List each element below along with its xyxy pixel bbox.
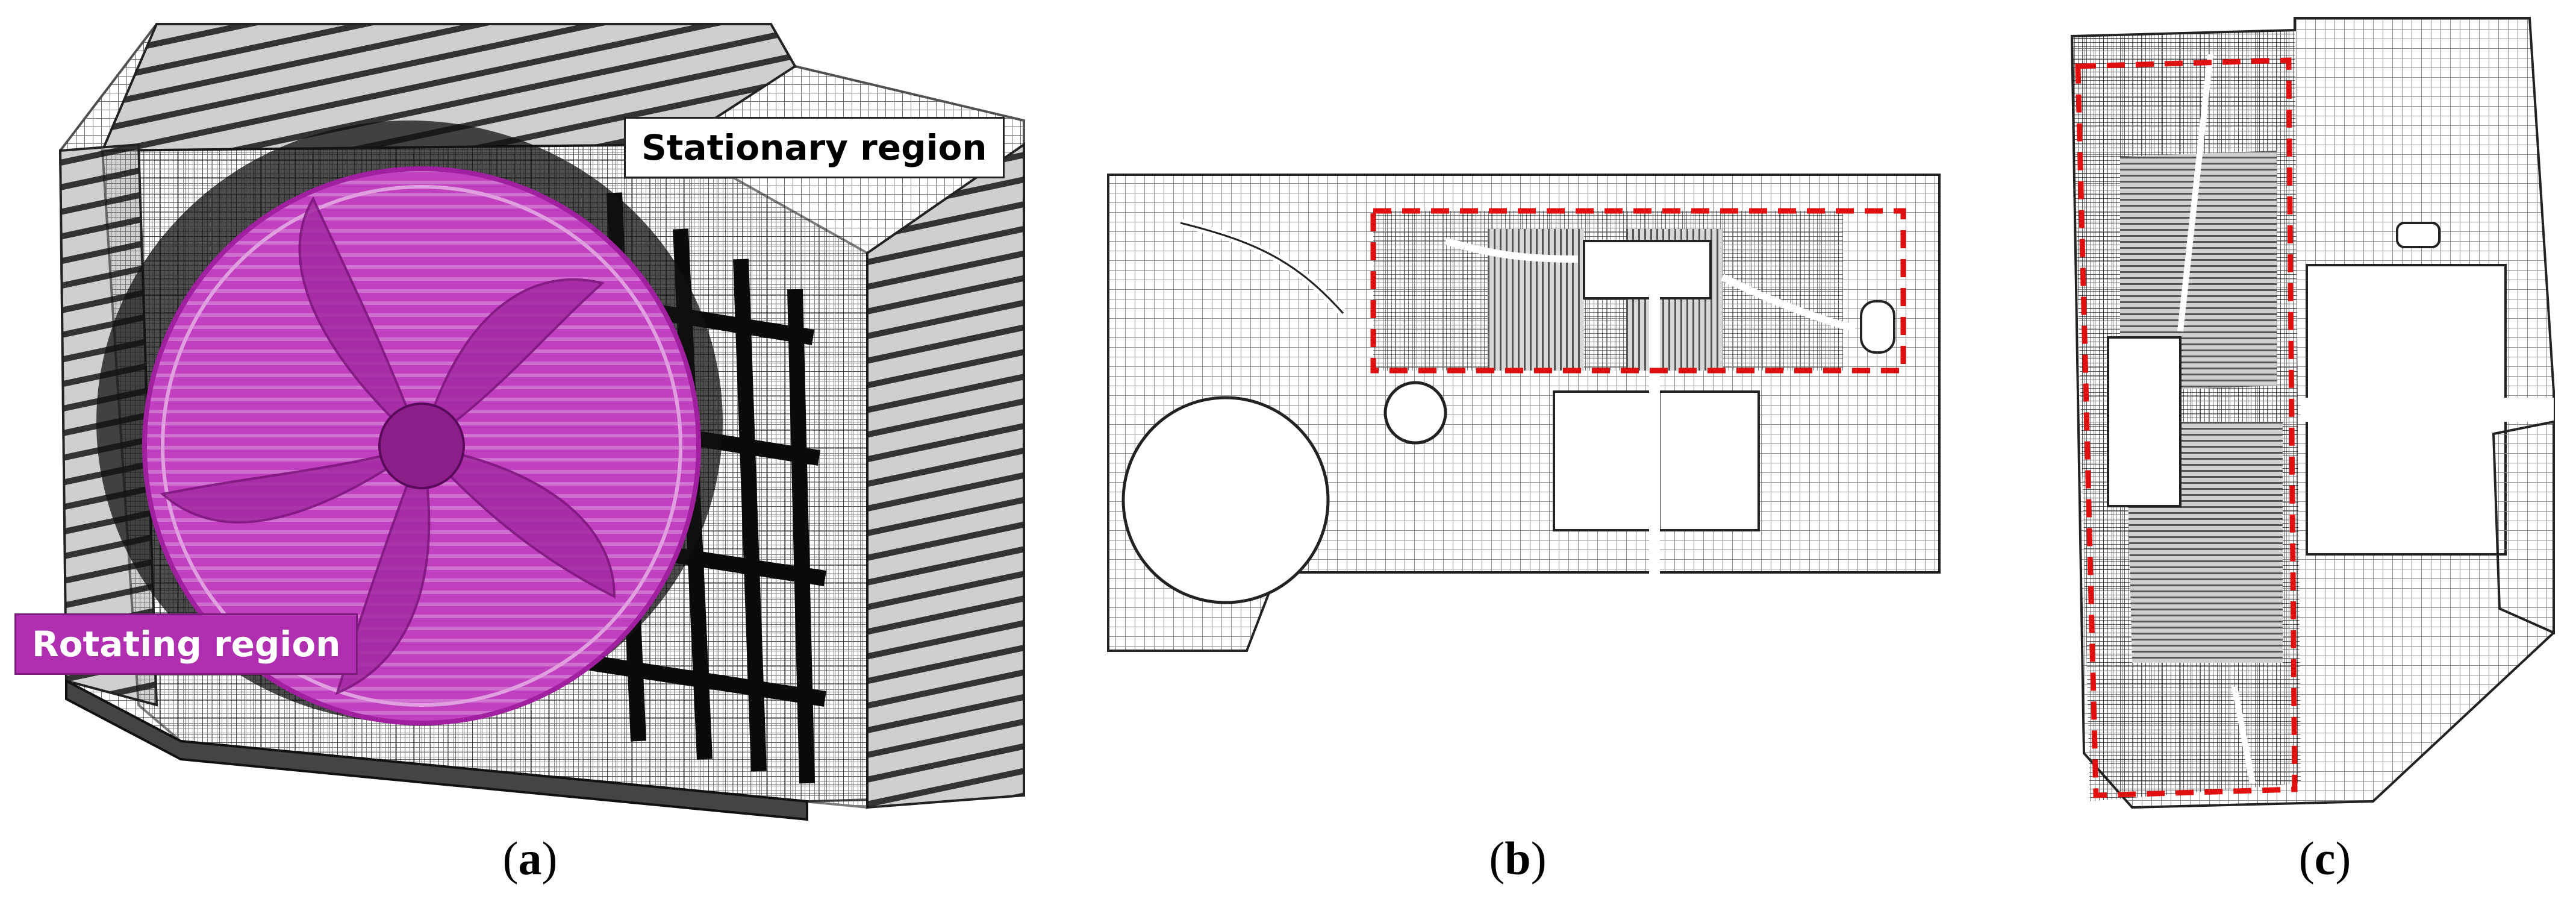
panel-b-2d-mesh: (b) <box>1096 0 1963 902</box>
baffle-top <box>1444 237 1579 263</box>
baffle-right <box>1721 274 1856 332</box>
compressor-hole <box>1121 396 1330 604</box>
baffle-lower <box>2231 686 2256 784</box>
central-opening-top <box>1583 240 1712 299</box>
panel-a-3d-mesh: Stationary region Rotating region (a) <box>0 0 1060 902</box>
central-opening-right <box>1658 390 1760 531</box>
caption-b: (b) <box>1489 832 1547 885</box>
caption-c: (c) <box>2298 832 2351 885</box>
opening-upper <box>2107 336 2181 507</box>
right-appendage <box>2492 420 2555 635</box>
side-interface-boundary <box>2075 57 2298 798</box>
caption-a: (a) <box>502 832 558 885</box>
housing-right-grille <box>866 142 1025 809</box>
small-pipe-hole <box>1383 381 1447 445</box>
interface-boundary <box>1370 208 1906 374</box>
cross-section-mesh-drawing <box>1107 174 1941 652</box>
right-cap <box>1860 300 1895 354</box>
rotating-region-fan <box>142 166 701 725</box>
rotating-region-label: Rotating region <box>14 613 358 675</box>
housing-base <box>65 678 808 821</box>
coil-column <box>2072 30 2301 801</box>
panel-c-2d-mesh: (c) <box>2036 0 2576 902</box>
stationary-region-label: Stationary region <box>624 117 1005 178</box>
central-opening-left <box>1553 390 1651 531</box>
side-section-mesh-drawing <box>2070 17 2555 809</box>
baffle-upper <box>2177 54 2213 332</box>
clip-slot <box>2396 222 2440 248</box>
housing-top-grille <box>100 23 797 152</box>
